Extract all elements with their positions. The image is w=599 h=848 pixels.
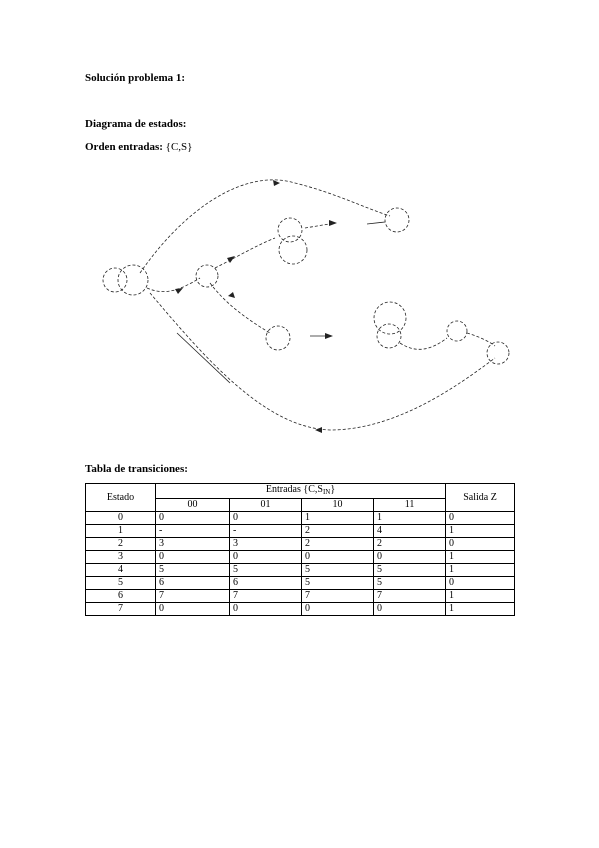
table-cell: 0 xyxy=(229,602,302,616)
bottom-solid-segment xyxy=(176,332,231,384)
state-1-circle xyxy=(195,264,219,288)
table-cell: 7 xyxy=(301,589,374,603)
table-cell: 0 xyxy=(155,511,230,525)
transition-bottom-arc xyxy=(149,292,496,431)
header-input-col: 00 xyxy=(155,498,230,512)
table-cell: 3 xyxy=(85,550,156,564)
header-input-col: 11 xyxy=(372,498,447,512)
table-heading: Tabla de transiciones: xyxy=(85,463,188,475)
table-cell: 6 xyxy=(229,576,302,590)
table-header-row: Estado Entradas {C,SIN} Salida Z xyxy=(85,483,516,512)
table-cell: 1 xyxy=(85,524,156,538)
table-cell: 2 xyxy=(372,537,447,551)
state-6-circle xyxy=(446,320,468,342)
table-cell: 5 xyxy=(372,576,447,590)
table-cell: 0 xyxy=(155,550,230,564)
table-cell: 0 xyxy=(372,602,447,616)
table-cell: 0 xyxy=(301,602,374,616)
state-3-entry-line xyxy=(366,221,386,225)
arrowhead-icon xyxy=(228,292,235,298)
table-cell: 5 xyxy=(301,563,374,577)
solution-heading: Solución problema 1: xyxy=(85,72,186,84)
table-cell: 5 xyxy=(155,563,230,577)
arrowhead-icon xyxy=(315,427,322,433)
transition-5-to-6 xyxy=(399,337,448,350)
table-cell: 5 xyxy=(229,563,302,577)
arrowhead-icon xyxy=(227,256,235,263)
table-cell: 0 xyxy=(229,550,302,564)
table-cell: 5 xyxy=(372,563,447,577)
table-cell: 7 xyxy=(372,589,447,603)
table-cell: 0 xyxy=(85,511,156,525)
table-cell: 0 xyxy=(445,576,516,590)
table-cell: 6 xyxy=(155,576,230,590)
table-cell: 7 xyxy=(85,602,156,616)
state-0-self-loop xyxy=(102,267,128,293)
table-cell: 7 xyxy=(155,589,230,603)
table-cell: 0 xyxy=(445,511,516,525)
table-cell: 5 xyxy=(85,576,156,590)
table-cell: 0 xyxy=(155,602,230,616)
state-4-circle xyxy=(265,325,291,351)
table-cell: 0 xyxy=(229,511,302,525)
table-cell: 1 xyxy=(445,550,516,564)
arrowhead-icon xyxy=(273,180,280,186)
transition-1-to-2 xyxy=(214,237,276,269)
state-2-self-loop xyxy=(278,235,308,265)
table-cell: - xyxy=(155,524,230,538)
table-cell: 7 xyxy=(229,589,302,603)
table-cell: 0 xyxy=(445,537,516,551)
table-cell: 1 xyxy=(445,563,516,577)
table-cell: - xyxy=(229,524,302,538)
header-output: Salida Z xyxy=(445,483,516,512)
input-order-label: Orden entradas: xyxy=(85,141,163,153)
state-5-circle xyxy=(376,323,402,349)
header-state: Estado xyxy=(85,483,156,512)
table-cell: 4 xyxy=(85,563,156,577)
arrowhead-icon xyxy=(329,220,337,226)
table-cell: 2 xyxy=(85,537,156,551)
table-cell: 0 xyxy=(301,550,374,564)
transition-0-to-1 xyxy=(146,277,201,292)
state-2-circle xyxy=(277,217,303,243)
input-order-value: {C,S} xyxy=(165,141,193,153)
arrowhead-icon xyxy=(175,288,183,294)
state-diagram xyxy=(102,179,510,433)
header-input-col: 01 xyxy=(229,498,302,512)
state-5-self-loop xyxy=(373,301,407,335)
input-order-line: Orden entradas: {C,S} xyxy=(85,141,192,153)
header-input-col: 10 xyxy=(301,498,374,512)
transition-6-to-7 xyxy=(466,332,496,347)
state-7-circle xyxy=(486,341,510,365)
header-inputs: Entradas {C,SIN} xyxy=(154,483,447,499)
transition-top-arc xyxy=(139,179,391,274)
state-0-circle xyxy=(117,264,149,296)
table-cell: 3 xyxy=(155,537,230,551)
arrowhead-icon xyxy=(325,333,333,339)
diagram-heading: Diagrama de estados: xyxy=(85,118,187,130)
transition-1-to-4 xyxy=(209,282,271,334)
table-cell: 1 xyxy=(445,524,516,538)
table-cell: 6 xyxy=(85,589,156,603)
table-cell: 1 xyxy=(445,602,516,616)
table-cell: 0 xyxy=(372,550,447,564)
table-cell: 1 xyxy=(372,511,447,525)
table-cell: 1 xyxy=(301,511,374,525)
table-cell: 3 xyxy=(229,537,302,551)
table-cell: 2 xyxy=(301,537,374,551)
state-3-circle xyxy=(384,207,410,233)
table-cell: 5 xyxy=(301,576,374,590)
table-cell: 1 xyxy=(445,589,516,603)
table-cell: 4 xyxy=(372,524,447,538)
transition-table: Estado Entradas {C,SIN} Salida Z 00 01 1… xyxy=(85,483,516,616)
table-cell: 2 xyxy=(301,524,374,538)
